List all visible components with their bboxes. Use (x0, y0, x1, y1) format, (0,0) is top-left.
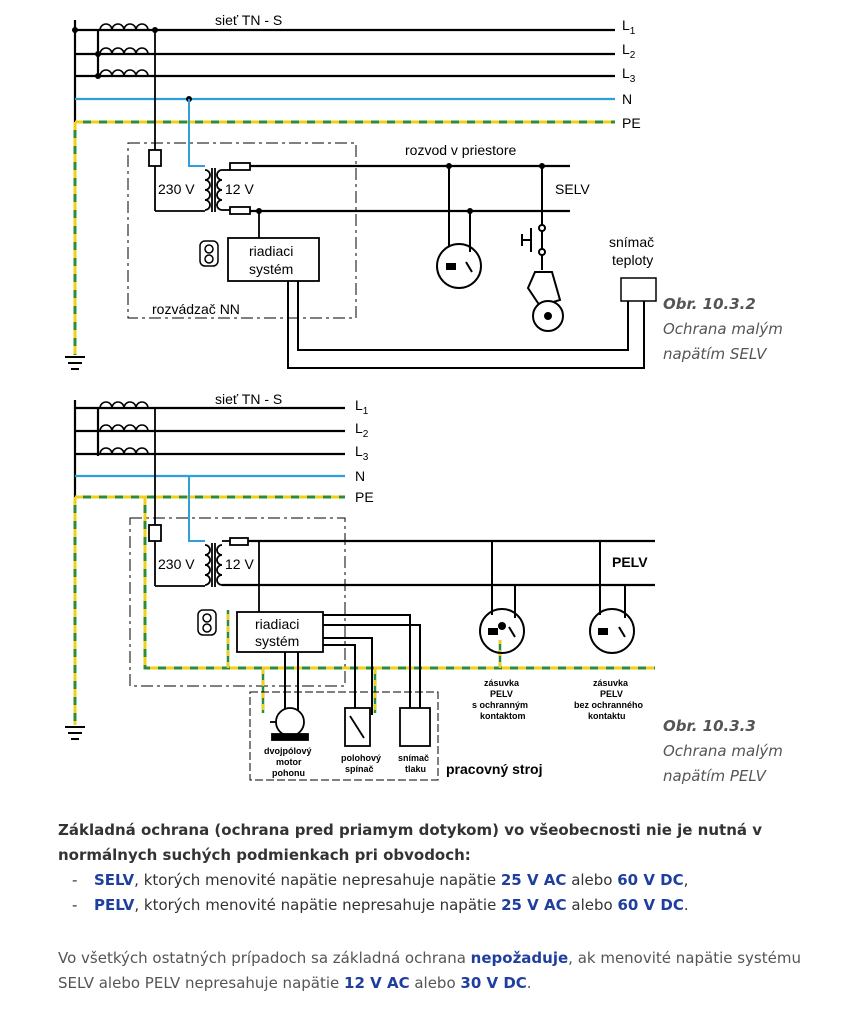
selv-label: SELV (555, 181, 590, 197)
label-l3-2: L3 (355, 443, 369, 463)
label-12v: 12 V (225, 181, 254, 197)
transformer-coils-2 (99, 401, 149, 455)
neutral-drop-2 (188, 476, 205, 542)
limit-switch-label-2: spínač (345, 764, 374, 774)
label-l1: L1 (622, 17, 636, 37)
pressure-label-1: snímač (398, 753, 429, 763)
socket2-label-4: kontaktu (588, 711, 626, 721)
neutral-drop (188, 99, 205, 167)
transformer (148, 30, 570, 215)
motor (270, 707, 309, 741)
label-12v-2: 12 V (225, 556, 254, 572)
control-system-box (227, 237, 320, 282)
double-insulation-icon (199, 240, 219, 267)
earth-symbol-2 (65, 726, 85, 740)
control-system-box-2 (236, 611, 324, 653)
socket2-label-1: zásuvka (593, 678, 629, 688)
paragraph-intro: Základná ochrana (ochrana pred priamym d… (58, 821, 763, 864)
pe-local-base (143, 497, 655, 670)
caption-selv-line2: napätím SELV (663, 345, 767, 363)
control-system-label-2a: riadiaci (255, 616, 299, 632)
sensor-label-2: teploty (612, 252, 653, 268)
label-230v: 230 V (158, 181, 195, 197)
pelv-socket-pe (479, 541, 525, 654)
distribution-label: rozvod v priestore (405, 142, 516, 158)
caption-selv-number: Obr. 10.3.2 (663, 295, 756, 313)
list-item-selv: -SELV, ktorých menovité napätie nepresah… (72, 871, 689, 889)
socket2-label-2: PELV (600, 689, 623, 699)
pelv-label: PELV (612, 554, 648, 570)
pressure-sensor (399, 707, 431, 747)
machine-box (249, 691, 439, 781)
pe-local-stripe (143, 497, 655, 670)
diagram-selv: 230 V 12 V riadiaci systém snímač teplot… (65, 12, 657, 370)
label-n: N (622, 91, 632, 107)
socket1-label-3: s ochranným (472, 700, 528, 710)
paragraph-basic-protection: Základná ochrana (ochrana pred priamym d… (58, 818, 818, 918)
pelv-socket-no-pe (589, 541, 635, 654)
paragraph-other-cases: Vo všetkých ostatných prípadoch sa zákla… (58, 949, 801, 992)
caption-pelv-number: Obr. 10.3.3 (663, 717, 756, 735)
caption-selv-line1: Ochrana malým (663, 320, 783, 338)
net-label-2: sieť TN - S (215, 391, 282, 407)
earth-symbol (65, 356, 85, 370)
selv-socket (436, 166, 482, 289)
control-system-label-2b: systém (255, 633, 299, 649)
switchboard-box (127, 142, 357, 319)
transformer-2 (148, 408, 655, 612)
label-l1-2: L1 (355, 397, 369, 417)
limit-switch-label-1: polohový (341, 753, 381, 763)
switchboard-label: rozvádzač NN (152, 301, 240, 317)
socket1-label-1: zásuvka (484, 678, 520, 688)
machine-label: pracovný stroj (446, 761, 542, 777)
pe-to-devices-stripe (226, 610, 502, 713)
motor-label-3: pohonu (272, 768, 305, 778)
double-insulation-icon-2 (197, 609, 217, 636)
list-item-pelv: -PELV, ktorých menovité napätie nepresah… (72, 896, 689, 914)
temperature-sensor (620, 277, 657, 302)
transformer-coils (99, 23, 149, 77)
sensor-wire-outer (287, 281, 645, 369)
control-system-label-1: riadiaci (249, 243, 293, 259)
diagram-pelv: 230 V 12 V riadiaci systém d (65, 391, 655, 781)
switchboard-box-2 (129, 517, 346, 687)
caption-pelv-line1: Ochrana malým (663, 742, 783, 760)
motor-label-2: motor (276, 757, 302, 767)
label-n-2: N (355, 468, 365, 484)
pressure-label-2: tlaku (405, 764, 426, 774)
label-230v-2: 230 V (158, 556, 195, 572)
label-pe-2: PE (355, 489, 374, 505)
sensor-label-1: snímač (609, 234, 654, 250)
limit-switch (344, 707, 371, 747)
net-label: sieť TN - S (215, 12, 282, 28)
label-l3: L3 (622, 65, 636, 85)
caption-selv: Obr. 10.3.2 Ochrana malým napätím SELV (663, 292, 783, 367)
motor-label-1: dvojpólový (264, 746, 312, 756)
diagrams-canvas: 230 V 12 V riadiaci systém snímač teplot… (65, 12, 657, 781)
socket1-label-4: kontaktom (480, 711, 526, 721)
label-pe: PE (622, 115, 641, 131)
pushbutton-lamp (521, 166, 564, 332)
control-system-label-2: systém (249, 261, 293, 277)
caption-pelv: Obr. 10.3.3 Ochrana malým napätím PELV (663, 714, 783, 789)
label-l2-2: L2 (355, 420, 369, 440)
sensor-wire-inner (297, 281, 629, 351)
label-l2: L2 (622, 41, 636, 61)
socket2-label-3: bez ochranného (574, 700, 644, 710)
socket1-label-2: PELV (490, 689, 513, 699)
caption-pelv-line2: napätím PELV (663, 767, 766, 785)
